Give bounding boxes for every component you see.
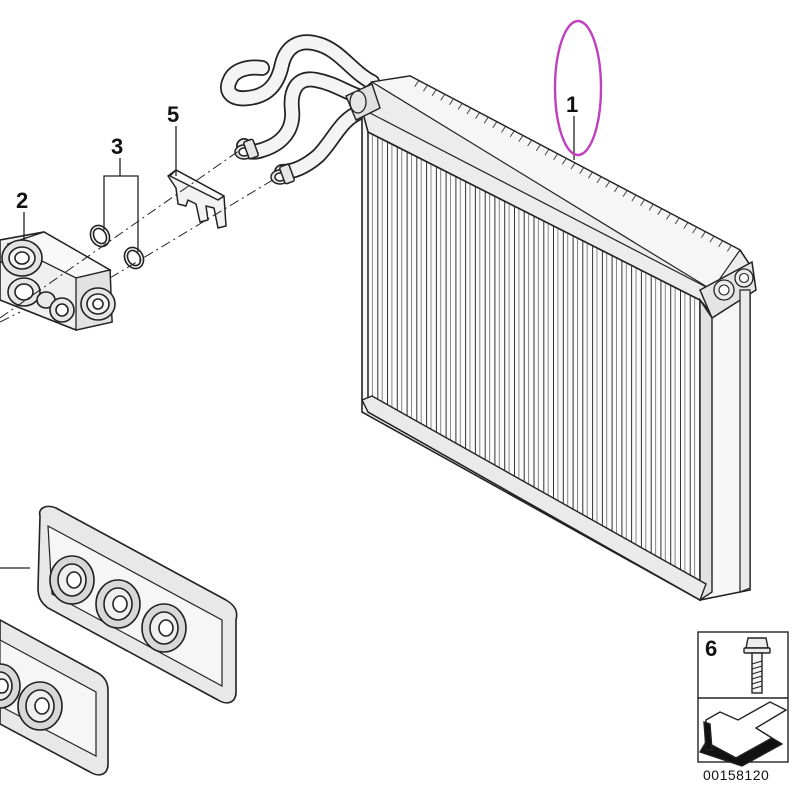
header-rib xyxy=(631,194,637,202)
direction-arrow-icon xyxy=(698,701,788,767)
header-rib xyxy=(414,80,420,87)
label-part-5: 5 xyxy=(167,102,179,127)
header-rib xyxy=(674,217,680,225)
header-rib xyxy=(588,171,593,179)
header-rib xyxy=(700,231,706,238)
grommet-seal-upper xyxy=(37,505,238,704)
header-rib xyxy=(518,135,524,142)
header-rib xyxy=(501,126,506,133)
header-rib xyxy=(709,236,715,243)
header-rib xyxy=(579,167,585,174)
header-rib xyxy=(596,176,602,183)
header-rib xyxy=(666,213,671,220)
header-rib xyxy=(640,199,645,206)
header-rib xyxy=(726,245,732,252)
expansion-valve xyxy=(0,231,116,331)
header-rib xyxy=(683,222,689,229)
header-rib xyxy=(483,116,489,124)
header-rib xyxy=(475,112,480,119)
o-rings xyxy=(89,224,145,270)
header-ribs xyxy=(414,80,732,252)
header-rib xyxy=(718,240,723,248)
header-rib xyxy=(657,208,663,216)
label-part-1: 1 xyxy=(566,92,578,117)
refrigerant-pipes xyxy=(220,34,380,180)
header-rib xyxy=(527,139,532,147)
evaporator-core xyxy=(345,75,757,602)
header-rib xyxy=(614,185,619,193)
header-rib xyxy=(457,103,463,110)
label-part-6: 6 xyxy=(705,636,717,661)
evaporator-fins xyxy=(367,132,701,600)
label-part-2: 2 xyxy=(16,188,28,213)
header-rib xyxy=(423,84,428,92)
header-rib xyxy=(431,89,437,96)
pipe-fittings xyxy=(234,138,295,185)
leader-lines xyxy=(0,116,575,569)
bolt-icon xyxy=(743,637,771,694)
header-rib xyxy=(440,94,446,101)
header-rib xyxy=(466,107,472,115)
header-rib xyxy=(648,203,654,211)
assembly-center-lines xyxy=(0,149,277,323)
document-number: 00158120 xyxy=(703,767,769,783)
header-rib xyxy=(570,162,576,170)
retaining-clip xyxy=(167,169,227,229)
header-rib xyxy=(449,98,454,106)
label-part-3: 3 xyxy=(111,134,123,159)
header-rib xyxy=(622,190,628,197)
header-rib xyxy=(492,121,498,129)
header-rib xyxy=(544,149,550,156)
header-rib xyxy=(509,130,515,138)
header-rib xyxy=(692,226,697,234)
header-rib xyxy=(553,153,558,161)
highlight-circle xyxy=(553,19,603,157)
header-rib xyxy=(535,144,541,151)
header-rib xyxy=(605,181,611,188)
inset-box: 6 xyxy=(697,631,789,767)
header-rib xyxy=(561,158,567,165)
grommet-seal-lower xyxy=(0,619,109,776)
